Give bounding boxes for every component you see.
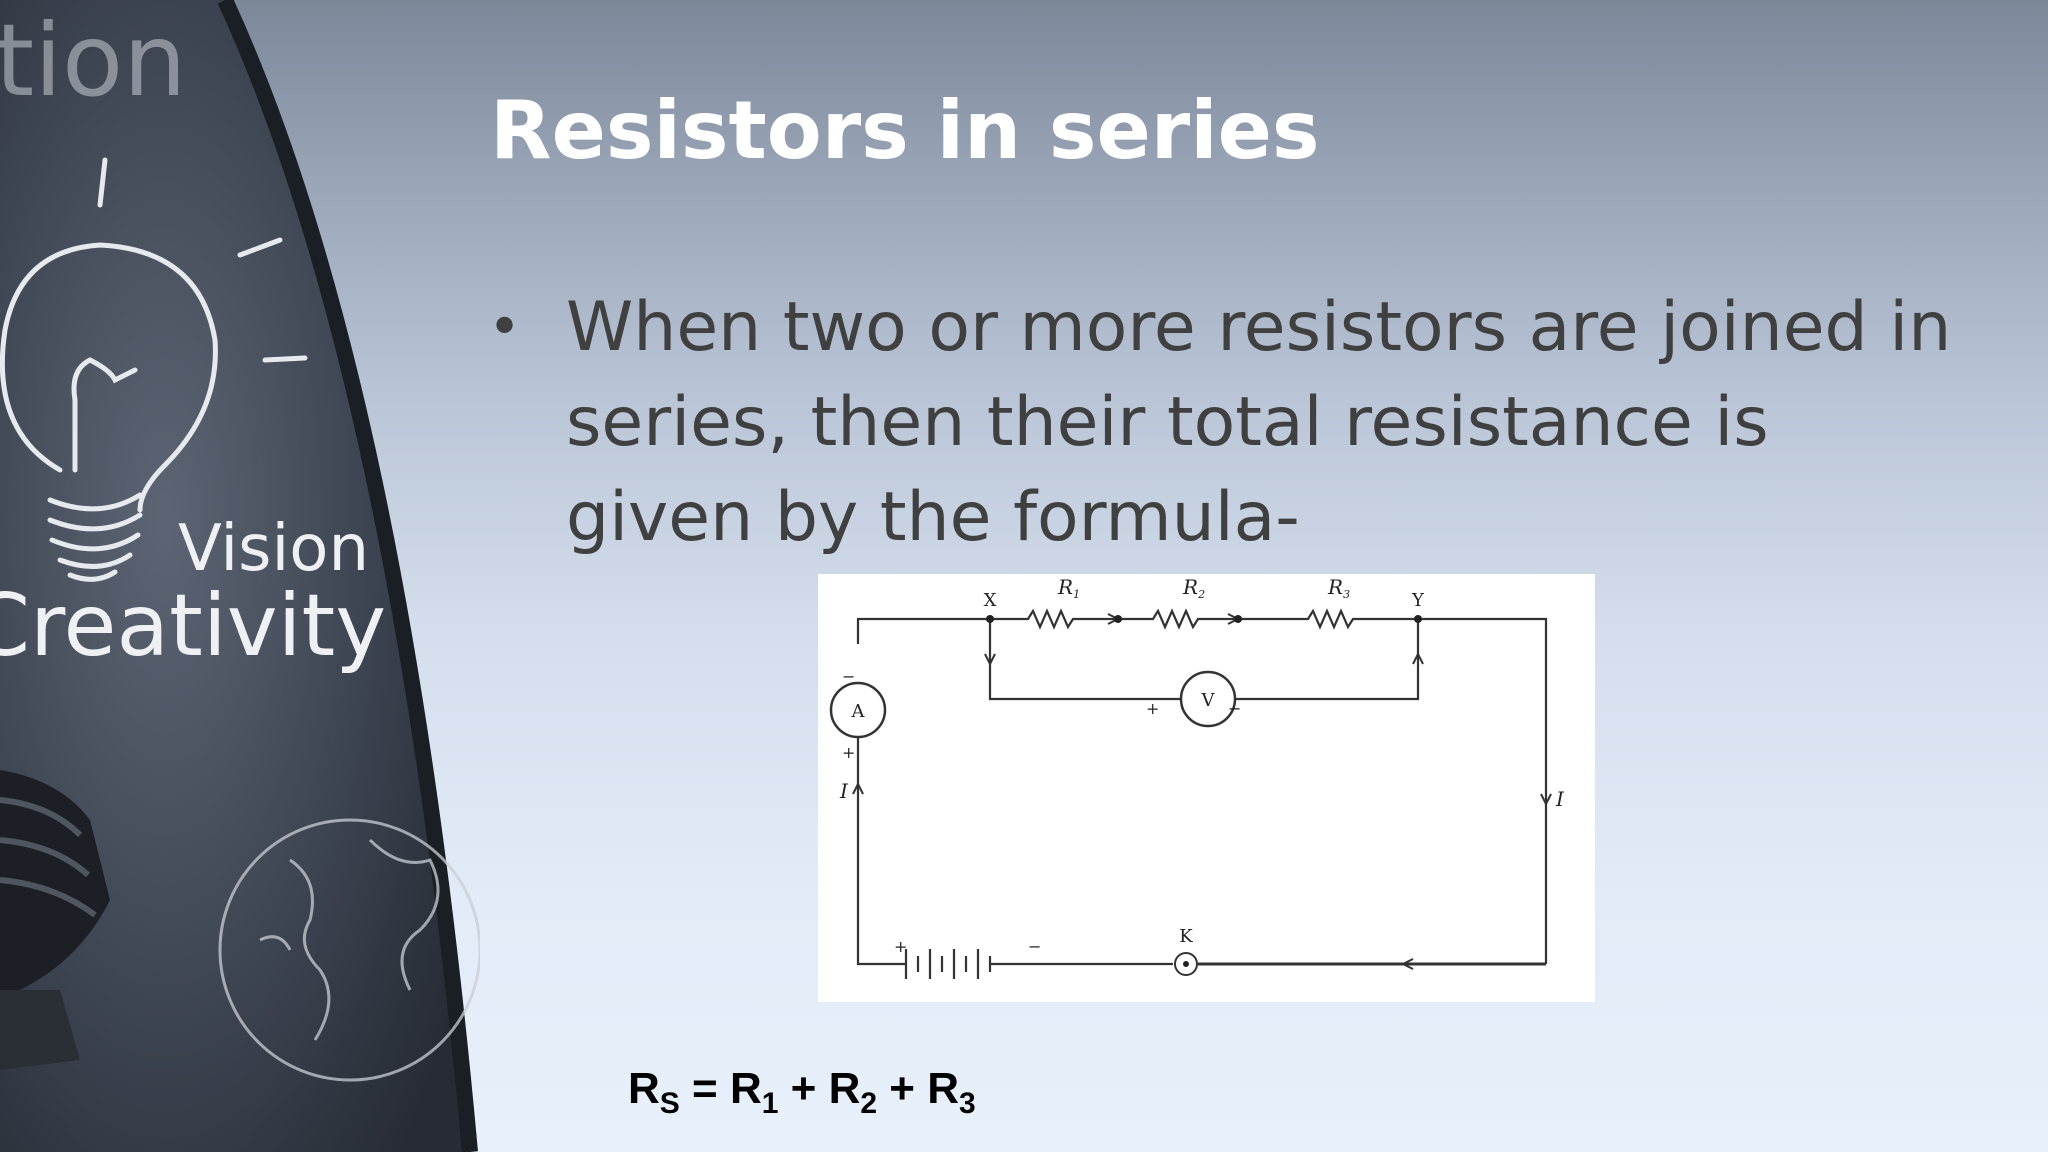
- ammeter-icon: A: [829, 681, 887, 739]
- voltmeter-plus-label: +: [1146, 699, 1159, 718]
- node-x-label: X: [984, 590, 997, 611]
- battery-plus-label: +: [894, 937, 907, 956]
- resistor-r2-label: R2: [1182, 575, 1205, 601]
- ammeter-label: A: [851, 701, 866, 722]
- key-label: K: [1179, 926, 1193, 947]
- node-y-label: Y: [1411, 590, 1425, 611]
- voltmeter-icon: V: [1179, 670, 1237, 728]
- vision-text: Vision: [178, 512, 369, 586]
- lightbulb-chalkboard-illustration: tion Vision Creativity: [0, 0, 480, 1152]
- creativity-text: Creativity: [0, 576, 386, 676]
- ammeter-plus-label: +: [842, 743, 855, 762]
- bulb-socket-icon: [0, 770, 110, 1070]
- slide-title: Resistors in series: [490, 84, 1320, 177]
- plug-key-icon: [1174, 952, 1198, 976]
- partial-word-text: tion: [0, 2, 187, 119]
- battery-minus-label: −: [1028, 937, 1041, 956]
- series-circuit-diagram: A V X Y R1 R2 R3 K: [818, 574, 1595, 1002]
- bullet-text: When two or more resistors are joined in…: [566, 288, 1952, 557]
- lightbulb-sketch-icon: [0, 157, 308, 582]
- globe-sketch-icon: [218, 818, 480, 1082]
- voltmeter-minus-label: −: [1228, 699, 1241, 718]
- current-right-label: I: [1555, 787, 1565, 811]
- resistor-r1-label: R1: [1057, 575, 1080, 601]
- bullet-marker: •: [488, 295, 522, 360]
- voltmeter-label: V: [1201, 690, 1216, 711]
- series-resistance-formula: RS = R1 + R2 + R3: [628, 1064, 976, 1120]
- resistor-r3-label: R3: [1327, 575, 1350, 601]
- ammeter-minus-label: −: [842, 667, 855, 686]
- current-left-label: I: [839, 779, 849, 803]
